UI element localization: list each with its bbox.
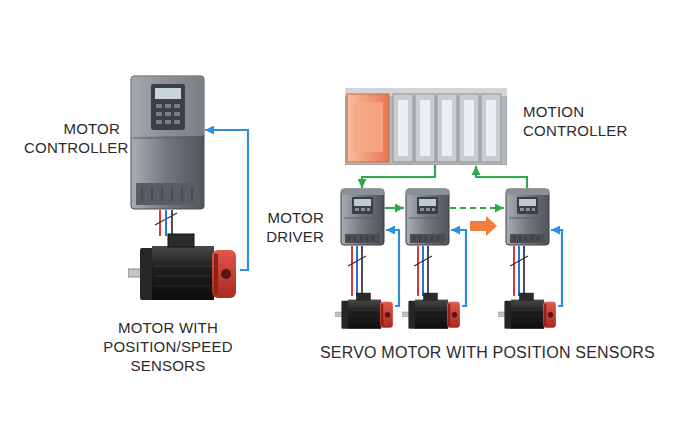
- power-wires-part: [361, 246, 363, 296]
- command-arrow: [362, 165, 435, 188]
- servo-motors: [335, 293, 556, 329]
- power-wires-part: [171, 210, 173, 236]
- motor-with-sensors-shape: [128, 232, 240, 304]
- motor-driver-drawing: [341, 189, 384, 245]
- device-label: MOTION CONTROLLER: [523, 102, 643, 140]
- motor-drivers-part: [506, 189, 549, 245]
- feedback-lines-part: [451, 230, 466, 306]
- motion-controller-shape: [345, 88, 507, 165]
- motor-with-sensors-drawing: [128, 234, 236, 300]
- direction-arrow: [470, 216, 497, 236]
- power-wires-part: [510, 256, 528, 266]
- power-wires-part: [513, 246, 515, 296]
- motor-controller-shape: [130, 75, 205, 210]
- power-wires-part: [414, 256, 432, 266]
- device-label: MOTOR DRIVER: [250, 208, 324, 246]
- network-lines-part: [385, 207, 404, 209]
- network-lines-part: [476, 166, 527, 188]
- motor-controller: MOTOR CONTROLLER: [130, 75, 205, 210]
- power-wires-part: [351, 246, 353, 296]
- servo-motors-part: [402, 293, 460, 329]
- motor-controller-drawing: [131, 76, 204, 209]
- servo-motors-part: [498, 293, 556, 329]
- network-lines-part: [450, 207, 504, 209]
- power-wire: [165, 210, 167, 236]
- motion-controller: MOTION CONTROLLER: [345, 88, 507, 165]
- motor-with-sensors: MOTOR WITH POSITION/SPEED SENSORS: [128, 232, 240, 304]
- feedback-lines-part: [551, 230, 562, 306]
- motor-driver-shape: [340, 188, 385, 246]
- power-wires-part: [356, 246, 358, 296]
- power-wires-part: [348, 256, 366, 266]
- servo-motors-part: [335, 293, 393, 329]
- power-wires-part: [427, 246, 429, 296]
- power-wires-part: [417, 246, 419, 296]
- power-wires-part: [422, 246, 424, 296]
- motor-drivers: [406, 189, 549, 245]
- caption-label: SERVO MOTOR WITH POSITION SENSORS: [320, 343, 655, 363]
- motor-driver: MOTOR DRIVER: [340, 188, 385, 246]
- power-wires-part: [523, 246, 525, 296]
- feedback-lines-part: [386, 230, 399, 306]
- device-label: MOTOR WITH POSITION/SPEED SENSORS: [98, 318, 238, 375]
- power-wires-part: [518, 246, 520, 296]
- motion-controller-drawing: [345, 88, 507, 165]
- motor-drivers-part: [406, 189, 449, 245]
- device-label: MOTOR CONTROLLER: [24, 119, 120, 157]
